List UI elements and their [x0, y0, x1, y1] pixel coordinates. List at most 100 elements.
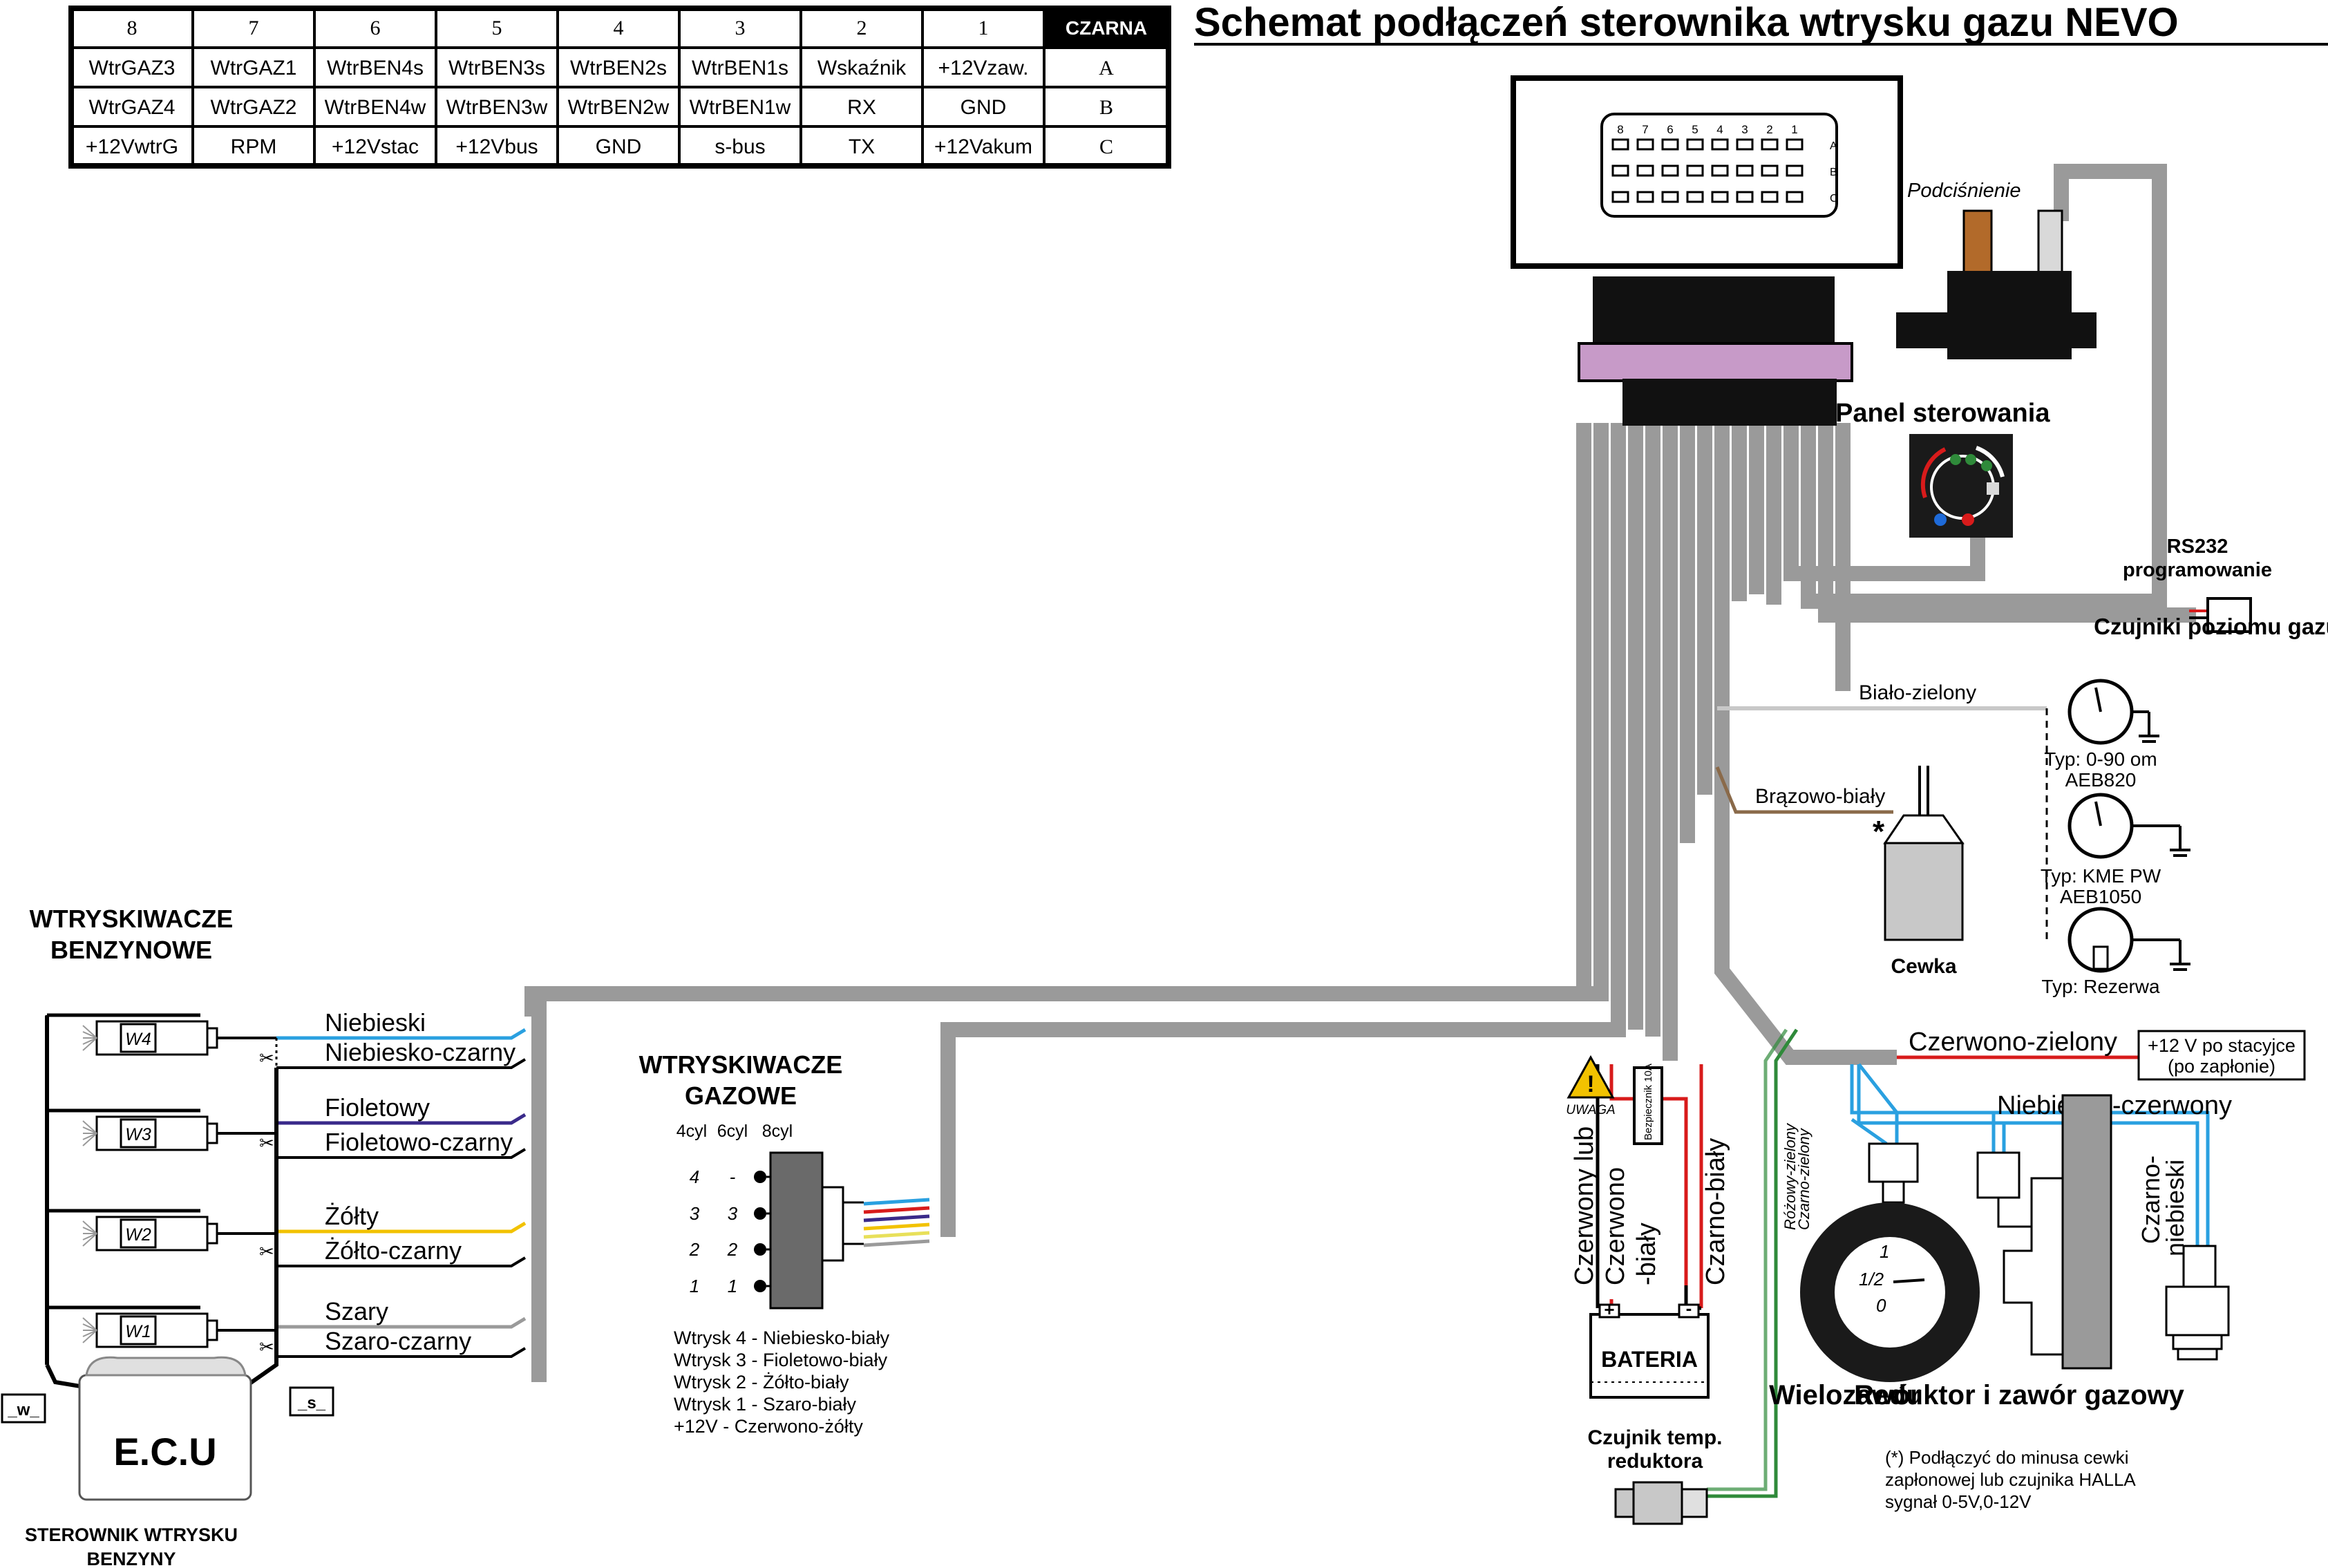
gas-injector-wire: [863, 1222, 930, 1231]
ecu-bundle-right: [240, 1068, 278, 1391]
petrol-injectors: WTRYSKIWACZE BENZYNOWE W4✂NiebieskiNiebi…: [1, 905, 527, 1568]
svg-text:Biało-zielony: Biało-zielony: [1859, 681, 1976, 704]
pin-table-value: Wskaźnik: [817, 57, 907, 79]
injector-spray: [82, 1037, 97, 1045]
cut-symbol: ✂: [259, 1048, 274, 1068]
pin-table-value: RPM: [231, 135, 277, 158]
connector-row-label: A: [1830, 140, 1837, 152]
wire-label: Szaro-czarny: [325, 1327, 471, 1355]
pin-table-header: 8: [127, 17, 138, 39]
injector-label: W1: [125, 1322, 151, 1341]
injector-tip: [206, 1027, 218, 1049]
svg-text:BENZYNY: BENZYNY: [86, 1549, 176, 1568]
svg-text:Czujnik temp.: Czujnik temp.: [1587, 1426, 1722, 1449]
pin-table-value: s-bus: [715, 135, 765, 158]
cyl4-number: 3: [690, 1203, 700, 1224]
svg-text:1/2: 1/2: [1859, 1269, 1884, 1290]
cyl4-number: 1: [690, 1276, 699, 1296]
connector-pin: [1661, 138, 1679, 151]
injector-label: W4: [125, 1030, 151, 1049]
svg-text:sygnał 0-5V,0-12V: sygnał 0-5V,0-12V: [1885, 1491, 2032, 1512]
injector-tip: [206, 1122, 218, 1144]
cylinder-header: 4cyl: [676, 1122, 707, 1141]
cyl4-number: 2: [689, 1239, 700, 1260]
connector-pin: [1761, 164, 1779, 177]
svg-text:zapłonowej lub czujnika HALLA: zapłonowej lub czujnika HALLA: [1885, 1469, 2136, 1490]
svg-text:+: +: [1604, 1299, 1614, 1320]
wire-label: Żółty: [325, 1202, 379, 1230]
pin-table-value: WtrGAZ1: [211, 57, 297, 79]
power-wiring: Czerwono-zielony +12 V po stacyjce (po z…: [1707, 1028, 2306, 1498]
svg-text:UWAGA: UWAGA: [1566, 1103, 1615, 1117]
petrol-wire: [276, 1028, 527, 1040]
svg-text:-biały: -biały: [1632, 1222, 1661, 1285]
connector-pin: [1611, 164, 1629, 177]
svg-text:Różowy-zielony: Różowy-zielony: [1781, 1122, 1799, 1230]
gas-injectors: WTRYSKIWACZE GAZOWE 4cyl6cyl8cyl4-433322…: [639, 1050, 930, 1437]
pin-table-header: 5: [492, 17, 502, 39]
injector-wiring-line: Wtrysk 3 - Fioletowo-biały: [674, 1350, 888, 1370]
svg-text:!: !: [1587, 1071, 1594, 1097]
gas-injector-wire: [863, 1214, 930, 1222]
control-panel: Panel sterowania: [1835, 399, 2050, 538]
footnote: (*) Podłączyć do minusa cewki zapłonowej…: [1885, 1447, 2136, 1512]
connector-pin: [1711, 191, 1729, 203]
connector-pin: [1686, 191, 1704, 203]
pin-table-header: 7: [249, 17, 259, 39]
svg-text:WTRYSKIWACZE: WTRYSKIWACZE: [30, 905, 234, 933]
connector-pin: [1611, 191, 1629, 203]
svg-text:Typ: 0-90 om: Typ: 0-90 om: [2044, 748, 2157, 770]
cylinder-header: 6cyl: [717, 1122, 748, 1141]
pin-table-header: 3: [735, 17, 746, 39]
svg-text:_s_: _s_: [297, 1394, 326, 1413]
injector-spray: [82, 1126, 97, 1134]
svg-text:BATERIA: BATERIA: [1601, 1347, 1698, 1372]
connector-pin: [1611, 138, 1629, 151]
cyl6-number: 1: [728, 1276, 737, 1296]
cut-symbol: ✂: [259, 1336, 274, 1357]
pin-table-cell: [313, 125, 437, 167]
pin-table-value: WtrGAZ3: [89, 57, 176, 79]
injector-badge: [120, 1118, 157, 1149]
injector-spray: [82, 1133, 97, 1140]
pin-table-value: GND: [960, 96, 1007, 119]
connector-pin-number: 3: [1741, 123, 1748, 136]
pin-table-value: +12Vstac: [332, 135, 419, 158]
injector-port: [754, 1207, 766, 1220]
pin-table-border: [68, 6, 1171, 169]
pin-table-value: GND: [596, 135, 642, 158]
svg-text:_w_: _w_: [7, 1401, 39, 1419]
vacuum-sensor: Podciśnienie: [1896, 180, 2097, 359]
pin-table-value: TX: [849, 135, 875, 158]
injector-spray: [82, 1031, 97, 1039]
svg-text:GAZOWE: GAZOWE: [685, 1081, 797, 1110]
temperature-sensor: Czujnik temp. reduktora: [1587, 1426, 1723, 1525]
cyl6-number: 3: [728, 1203, 738, 1224]
svg-text:BENZYNOWE: BENZYNOWE: [50, 936, 212, 964]
svg-text:Typ: Rezerwa: Typ: Rezerwa: [2041, 976, 2160, 997]
injector-spray: [82, 1227, 97, 1234]
petrol-wire: [276, 1316, 527, 1329]
svg-text:Brązowo-biały: Brązowo-biały: [1755, 785, 1885, 808]
injector-label: W3: [125, 1125, 151, 1144]
pin-table-header: 6: [370, 17, 381, 39]
wire-label: Fioletowo-czarny: [325, 1128, 513, 1156]
svg-text:*: *: [1873, 815, 1885, 849]
wire-label: Szary: [325, 1297, 388, 1325]
svg-text:niebieski: niebieski: [2161, 1160, 2189, 1256]
svg-text:AEB820: AEB820: [2065, 769, 2137, 791]
pin-table-value: WtrBEN4s: [327, 57, 424, 79]
injector-tip: [206, 1319, 218, 1341]
injector-spray: [82, 1330, 97, 1343]
svg-text:E.C.U: E.C.U: [113, 1430, 216, 1473]
pin-table-value: C: [1099, 135, 1113, 158]
injector-spray: [82, 1330, 97, 1337]
injector-wiring-line: Wtrysk 4 - Niebiesko-biały: [674, 1328, 890, 1348]
injector-label: W2: [125, 1225, 151, 1245]
svg-text:WTRYSKIWACZE: WTRYSKIWACZE: [639, 1050, 843, 1079]
svg-text:-: -: [1686, 1298, 1692, 1319]
pin-table-value: RX: [847, 96, 876, 119]
pin-table-value: WtrBEN3w: [446, 96, 548, 119]
